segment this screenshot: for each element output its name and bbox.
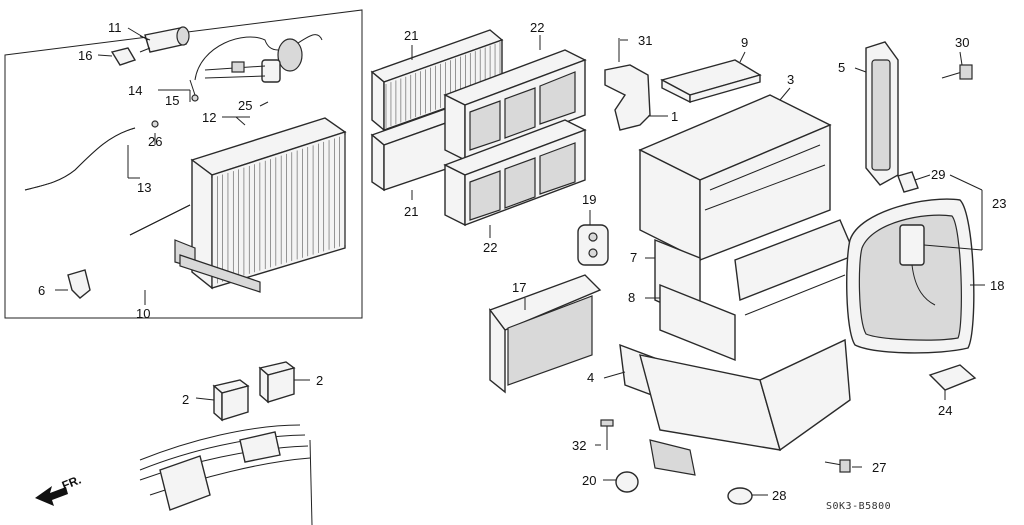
callout-18: 18 bbox=[990, 278, 1004, 293]
callout-23: 23 bbox=[992, 196, 1006, 211]
callout-2-right: 2 bbox=[316, 373, 323, 388]
evaporator-pipes bbox=[24, 120, 191, 236]
callout-16: 16 bbox=[78, 48, 92, 63]
callout-labels: 11 16 14 15 12 25 26 13 6 10 21 21 22 22… bbox=[38, 20, 1006, 503]
relay-right bbox=[258, 361, 296, 404]
front-direction-label: FR. bbox=[60, 473, 83, 493]
clip bbox=[928, 364, 977, 391]
callout-3: 3 bbox=[787, 72, 794, 87]
callout-14: 14 bbox=[128, 83, 142, 98]
callout-25: 25 bbox=[238, 98, 252, 113]
filter-frame-upper bbox=[443, 49, 587, 162]
callout-6: 6 bbox=[38, 283, 45, 298]
filter-frame-lower bbox=[443, 119, 587, 227]
callout-8: 8 bbox=[628, 290, 635, 305]
drawing-code: S0K3-B5800 bbox=[826, 501, 891, 512]
callout-10: 10 bbox=[136, 306, 150, 321]
evaporator-case bbox=[619, 94, 856, 476]
dust-filter-upper bbox=[370, 29, 504, 132]
seal-left bbox=[488, 274, 602, 394]
callout-29: 29 bbox=[931, 167, 945, 182]
callout-4: 4 bbox=[587, 370, 594, 385]
callout-24: 24 bbox=[938, 403, 952, 418]
leader-lines bbox=[55, 27, 985, 496]
callout-28: 28 bbox=[772, 488, 786, 503]
callout-31: 31 bbox=[638, 33, 652, 48]
cap-28 bbox=[727, 487, 753, 505]
evaporator-core bbox=[174, 117, 347, 293]
clip-29 bbox=[897, 171, 919, 193]
grommet bbox=[577, 224, 609, 266]
callout-32: 32 bbox=[572, 438, 586, 453]
front-direction-indicator: FR. bbox=[35, 473, 83, 506]
callout-19: 19 bbox=[582, 192, 596, 207]
expansion-valve bbox=[194, 34, 323, 83]
mounting-bracket bbox=[604, 38, 651, 131]
thermostat-holder bbox=[110, 47, 137, 66]
callout-26: 26 bbox=[148, 134, 162, 149]
relay-left bbox=[212, 379, 250, 422]
wire-harness bbox=[139, 424, 313, 525]
callout-21-lower: 21 bbox=[404, 204, 418, 219]
callout-2-left: 2 bbox=[182, 392, 189, 407]
callout-22-upper: 22 bbox=[530, 20, 544, 35]
callout-5: 5 bbox=[838, 60, 845, 75]
callout-11: 11 bbox=[108, 20, 122, 35]
callout-21-upper: 21 bbox=[404, 28, 418, 43]
screw-32 bbox=[600, 419, 614, 450]
thermostat bbox=[139, 26, 190, 53]
case-seal bbox=[865, 41, 899, 186]
callout-17: 17 bbox=[512, 280, 526, 295]
callout-22-lower: 22 bbox=[483, 240, 497, 255]
bolt-30 bbox=[941, 64, 973, 80]
drain-joint bbox=[67, 269, 91, 299]
callout-20: 20 bbox=[582, 473, 596, 488]
callout-9: 9 bbox=[741, 35, 748, 50]
callout-13: 13 bbox=[137, 180, 151, 195]
foot-grommet bbox=[615, 471, 639, 493]
lid-part bbox=[660, 59, 762, 104]
callout-7: 7 bbox=[630, 250, 637, 265]
seal-right bbox=[846, 198, 975, 354]
callout-27: 27 bbox=[872, 460, 886, 475]
evaporator-inset-frame bbox=[4, 9, 363, 319]
callout-30: 30 bbox=[955, 35, 969, 50]
callout-15: 15 bbox=[165, 93, 179, 108]
bolt-27 bbox=[824, 459, 851, 473]
callout-1: 1 bbox=[671, 109, 678, 124]
capillary-tube bbox=[189, 79, 199, 102]
callout-12: 12 bbox=[202, 110, 216, 125]
